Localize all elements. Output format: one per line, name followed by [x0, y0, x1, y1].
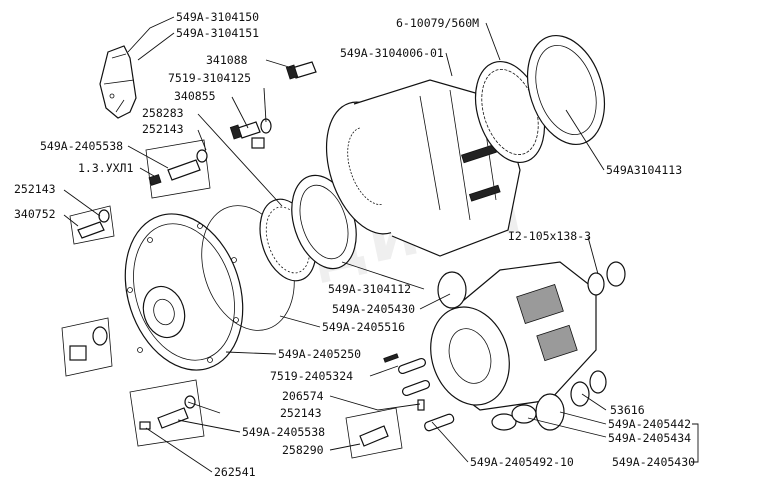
- label-549A-2405430-bottom: 549A-2405430: [612, 455, 695, 469]
- part-labels: 549A-3104150 549A-3104151 6-10079/560M 5…: [14, 10, 695, 479]
- label-206574: 206574: [282, 389, 324, 403]
- label-341088: 341088: [206, 53, 248, 67]
- pins-part: [383, 353, 455, 432]
- label-I2-105x138-3: I2-105x138-3: [508, 229, 591, 243]
- label-258290: 258290: [282, 443, 324, 457]
- label-7519-2405324: 7519-2405324: [270, 369, 353, 383]
- label-252143-bottom: 252143: [280, 406, 322, 420]
- seal-part: [527, 34, 605, 146]
- planet-gear-bottom: [535, 393, 565, 431]
- bolt-box-258290-part: [345, 407, 403, 459]
- label-549A-2405538-top: 549A-2405538: [40, 139, 123, 153]
- planet-gear-top: [437, 271, 467, 309]
- label-262541: 262541: [214, 465, 256, 479]
- label-7519-3104125: 7519-3104125: [168, 71, 251, 85]
- label-258283: 258283: [142, 106, 184, 120]
- label-549A3104113: 549A3104113: [606, 163, 682, 177]
- label-6-10079-560M: 6-10079/560M: [396, 16, 479, 30]
- label-340855: 340855: [174, 89, 216, 103]
- bolt-kit-box-left: [69, 205, 115, 245]
- label-549A-2405538-bottom: 549A-2405538: [242, 425, 325, 439]
- label-549A-3104150: 549A-3104150: [176, 10, 259, 24]
- label-549A-2405430-mid: 549A-2405430: [332, 302, 415, 316]
- cover-plate-part: [124, 213, 244, 371]
- bolt-340855-part: [229, 118, 272, 149]
- label-549A-3104112: 549A-3104112: [328, 282, 411, 296]
- label-549A-2405250: 549A-2405250: [278, 347, 361, 361]
- label-549A-2405434: 549A-2405434: [608, 431, 691, 445]
- label-549A-2405442: 549A-2405442: [608, 417, 691, 431]
- label-340752: 340752: [14, 207, 56, 221]
- label-549A-3104151: 549A-3104151: [176, 26, 259, 40]
- leader-lines: [63, 16, 699, 473]
- plug-box-part: [61, 317, 113, 377]
- label-252143-top: 252143: [142, 122, 184, 136]
- bolt-kit-box-top: [145, 139, 211, 199]
- label-252143-left: 252143: [14, 182, 56, 196]
- planet-carrier-part: [430, 261, 597, 431]
- bolt-341088-part: [285, 61, 317, 80]
- label-53616: 53616: [610, 403, 645, 417]
- label-549A-2405516: 549A-2405516: [322, 320, 405, 334]
- bracket-part: [99, 45, 137, 119]
- label-1-3-UHL1: 1.3.УХЛ1: [78, 161, 133, 175]
- label-549A-2405492-10: 549A-2405492-10: [470, 455, 574, 469]
- bolt-kit-box-bottom: [129, 379, 205, 447]
- hub-housing-part: [325, 79, 521, 257]
- label-549A-3104006-01: 549A-3104006-01: [340, 46, 444, 60]
